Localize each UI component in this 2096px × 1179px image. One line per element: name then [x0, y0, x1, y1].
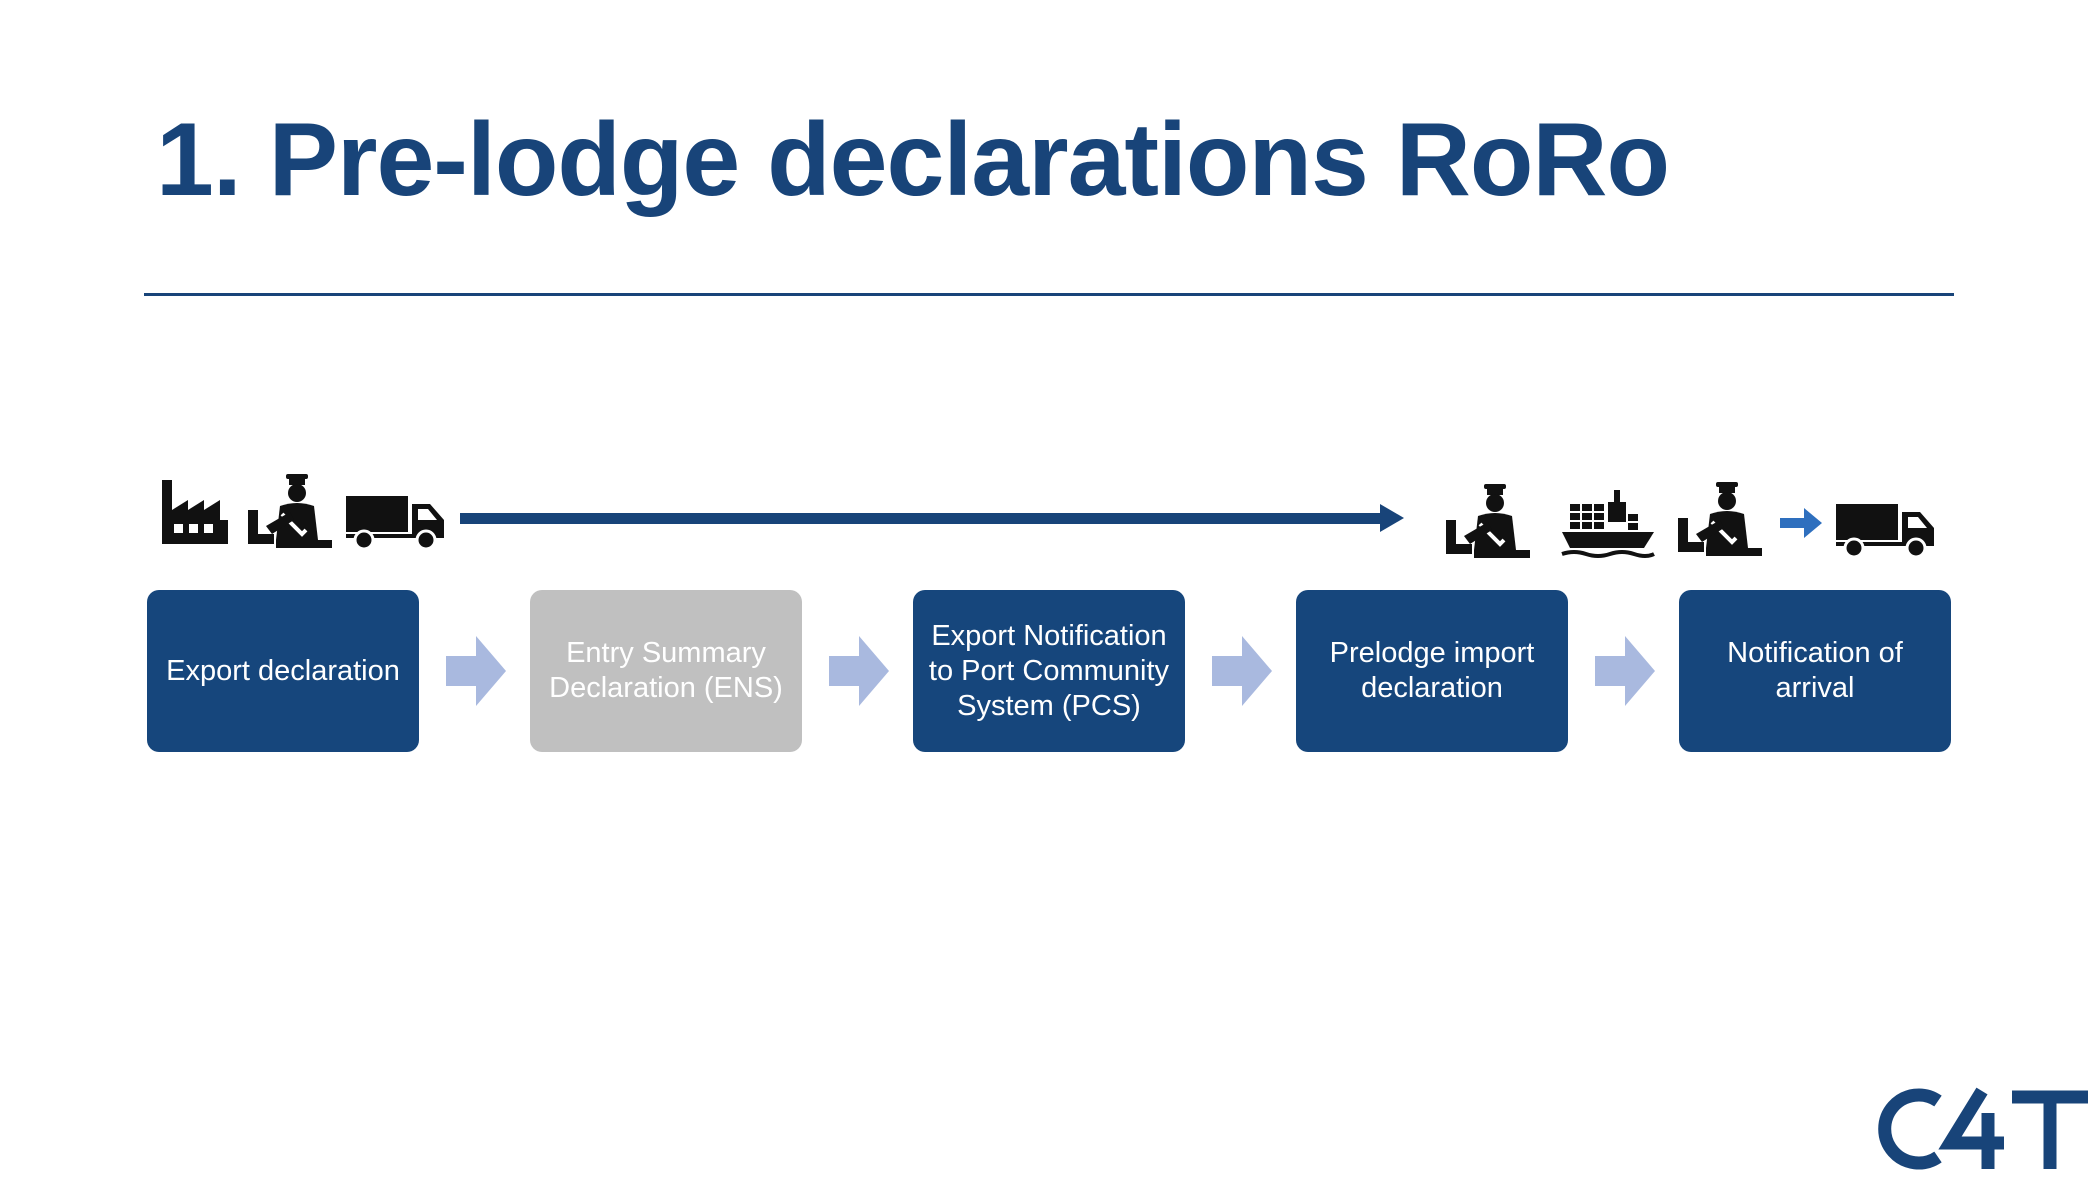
- factory-icon: [160, 476, 230, 546]
- step-label: Notification of arrival: [1727, 637, 1903, 704]
- title-divider: [144, 293, 1954, 296]
- flow-arrow-icon: [446, 636, 506, 706]
- step-export-declaration: Export declaration: [147, 590, 419, 752]
- customs-officer-icon: [1444, 484, 1534, 560]
- step-entry-summary-declaration: Entry Summary Declaration (ENS): [530, 590, 802, 752]
- customs-officer-icon: [246, 474, 336, 550]
- container-ship-icon: [1560, 484, 1656, 560]
- right-arrow-icon: [1780, 508, 1822, 538]
- timeline-arrow-line: [460, 513, 1382, 524]
- timeline-arrow-head: [1380, 504, 1404, 532]
- step-label: Prelodge import declaration: [1329, 637, 1535, 704]
- step-label: Entry Summary Declaration (ENS): [549, 637, 783, 704]
- truck-icon: [346, 492, 446, 550]
- truck-icon: [1836, 500, 1936, 558]
- step-label: Export Notification to Port Community Sy…: [928, 619, 1170, 722]
- step-label: Export declaration: [166, 654, 400, 687]
- customs-officer-icon: [1676, 482, 1766, 558]
- flow-arrow-icon: [1212, 636, 1272, 706]
- step-export-notification-pcs: Export Notification to Port Community Sy…: [913, 590, 1185, 752]
- slide-title: 1. Pre-lodge declarations RoRo: [156, 102, 1670, 218]
- step-notification-of-arrival: Notification of arrival: [1679, 590, 1951, 752]
- step-prelodge-import-declaration: Prelodge import declaration: [1296, 590, 1568, 752]
- flow-arrow-icon: [829, 636, 889, 706]
- flow-arrow-icon: [1595, 636, 1655, 706]
- c4t-logo: [1878, 1087, 2088, 1170]
